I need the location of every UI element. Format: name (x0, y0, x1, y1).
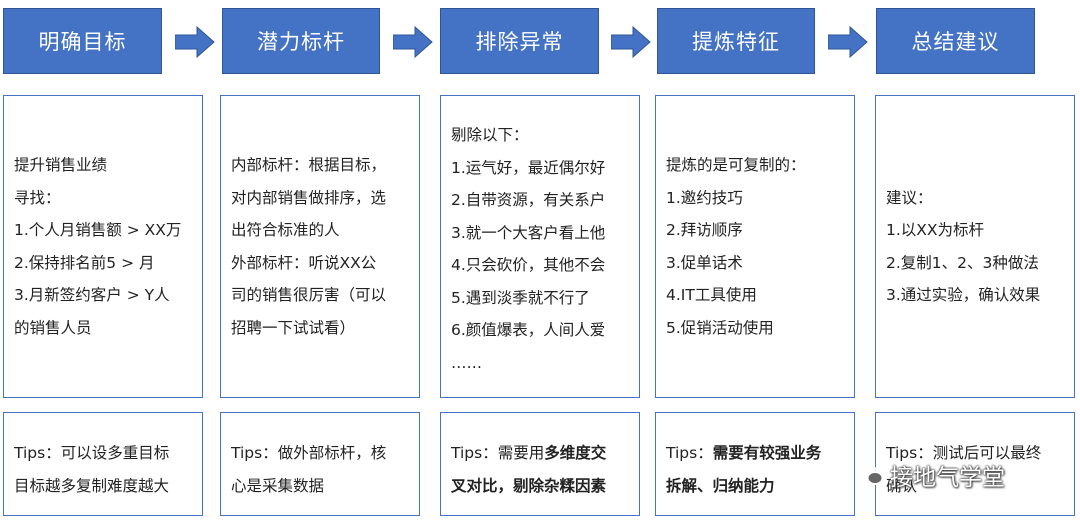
step-tips-3: Tips：需要用多维度交 叉对比，剔除杂糅因素 (440, 412, 640, 516)
step-header-5: 总结建议 (876, 8, 1035, 74)
content-line: 1.个人月销售额 > XX万 (14, 221, 182, 239)
content-line: 对内部销售做排序，选 (231, 188, 387, 207)
tips-text-bold: 拆解、归纳能力 (666, 476, 775, 495)
content-line: 司的销售很厉害（可以 (231, 286, 387, 304)
content-line: 4.只会砍价，其他不会 (451, 256, 606, 274)
step-tips-5: Tips：测试后可以最终 确认 (875, 412, 1075, 516)
content-line: 提升销售业绩 (14, 156, 108, 174)
tips-text: 目标越多复制难度越大 (14, 476, 170, 495)
step-header-4: 提炼特征 (657, 8, 815, 74)
content-line: 3.就一个大客户看上他 (451, 223, 606, 242)
step-tips-2: Tips：做外部标杆，核 心是采集数据 (220, 412, 420, 516)
content-line: 寻找： (14, 188, 61, 207)
tips-text: Tips： (666, 444, 713, 462)
content-line: 剔除以下： (451, 126, 529, 144)
flow-arrow-right-icon (393, 26, 433, 58)
content-line: 3.通过实验，确认效果 (886, 286, 1041, 304)
tips-text: Tips：测试后可以最终 (886, 444, 1042, 462)
tips-text: Tips：可以设多重目标 (14, 444, 170, 462)
content-line: 1.以XX为标杆 (886, 221, 985, 239)
content-line: 建议： (886, 188, 933, 207)
content-line: 2.保持排名前5 > 月 (14, 253, 155, 272)
step-content-4: 提炼的是可复制的： 1.邀约技巧 2.拜访顺序 3.促单话术 4.IT工具使用 … (655, 95, 855, 398)
step-content-1: 提升销售业绩 寻找： 1.个人月销售额 > XX万 2.保持排名前5 > 月 3… (3, 95, 203, 398)
content-line: 外部标杆：听说XX公 (231, 253, 377, 272)
step-tips-4: Tips：需要有较强业务 拆解、归纳能力 (655, 412, 855, 516)
content-line: 内部标杆：根据目标， (231, 156, 387, 174)
content-line: 2.拜访顺序 (666, 221, 743, 239)
tips-text: Tips：做外部标杆，核 (231, 444, 387, 462)
content-line: 2.自带资源，有关系户 (451, 191, 606, 209)
content-line: 3.月新签约客户 > Y人 (14, 286, 170, 304)
tips-text-bold: 多维度交 (544, 444, 607, 462)
tips-text-bold: 叉对比，剔除杂糅因素 (451, 476, 607, 495)
flow-arrow-right-icon (175, 26, 215, 58)
wechat-icon (858, 464, 884, 485)
content-line: 2.复制1、2、3种做法 (886, 253, 1039, 272)
content-line: 1.运气好，最近偶尔好 (451, 158, 606, 177)
step-content-3: 剔除以下： 1.运气好，最近偶尔好 2.自带资源，有关系户 3.就一个大客户看上… (440, 95, 640, 398)
content-line: 5.遇到淡季就不行了 (451, 288, 590, 307)
watermark-text: 接地气学堂 (890, 465, 1005, 491)
step-tips-1: Tips：可以设多重目标 目标越多复制难度越大 (3, 412, 203, 516)
content-line: 的销售人员 (14, 318, 92, 337)
flow-arrow-right-icon (611, 26, 651, 58)
content-line: 3.促单话术 (666, 253, 743, 272)
content-line: …… (451, 353, 482, 372)
content-line: 6.颜值爆表，人间人爱 (451, 321, 606, 339)
content-line: 提炼的是可复制的： (666, 156, 806, 174)
step-header-1: 明确目标 (3, 8, 162, 74)
flow-arrow-right-icon (828, 26, 868, 58)
content-line: 5.促销活动使用 (666, 318, 774, 337)
tips-text: 确认 (886, 476, 918, 495)
content-line: 招聘一下试试看） (231, 318, 356, 337)
step-header-2: 潜力标杆 (222, 8, 380, 74)
content-line: 出符合标准的人 (231, 221, 340, 239)
watermark: 接地气学堂 (858, 455, 1005, 495)
step-content-2: 内部标杆：根据目标， 对内部销售做排序，选 出符合标准的人 外部标杆：听说XX公… (220, 95, 420, 398)
content-line: 4.IT工具使用 (666, 286, 757, 304)
tips-text: 心是采集数据 (231, 476, 325, 495)
step-header-3: 排除异常 (440, 8, 599, 74)
tips-text-bold: 需要有较强业务 (712, 444, 822, 462)
tips-text: Tips：需要用 (451, 444, 545, 462)
step-content-5: 建议： 1.以XX为标杆 2.复制1、2、3种做法 3.通过实验，确认效果 (875, 95, 1075, 398)
content-line: 1.邀约技巧 (666, 188, 743, 207)
